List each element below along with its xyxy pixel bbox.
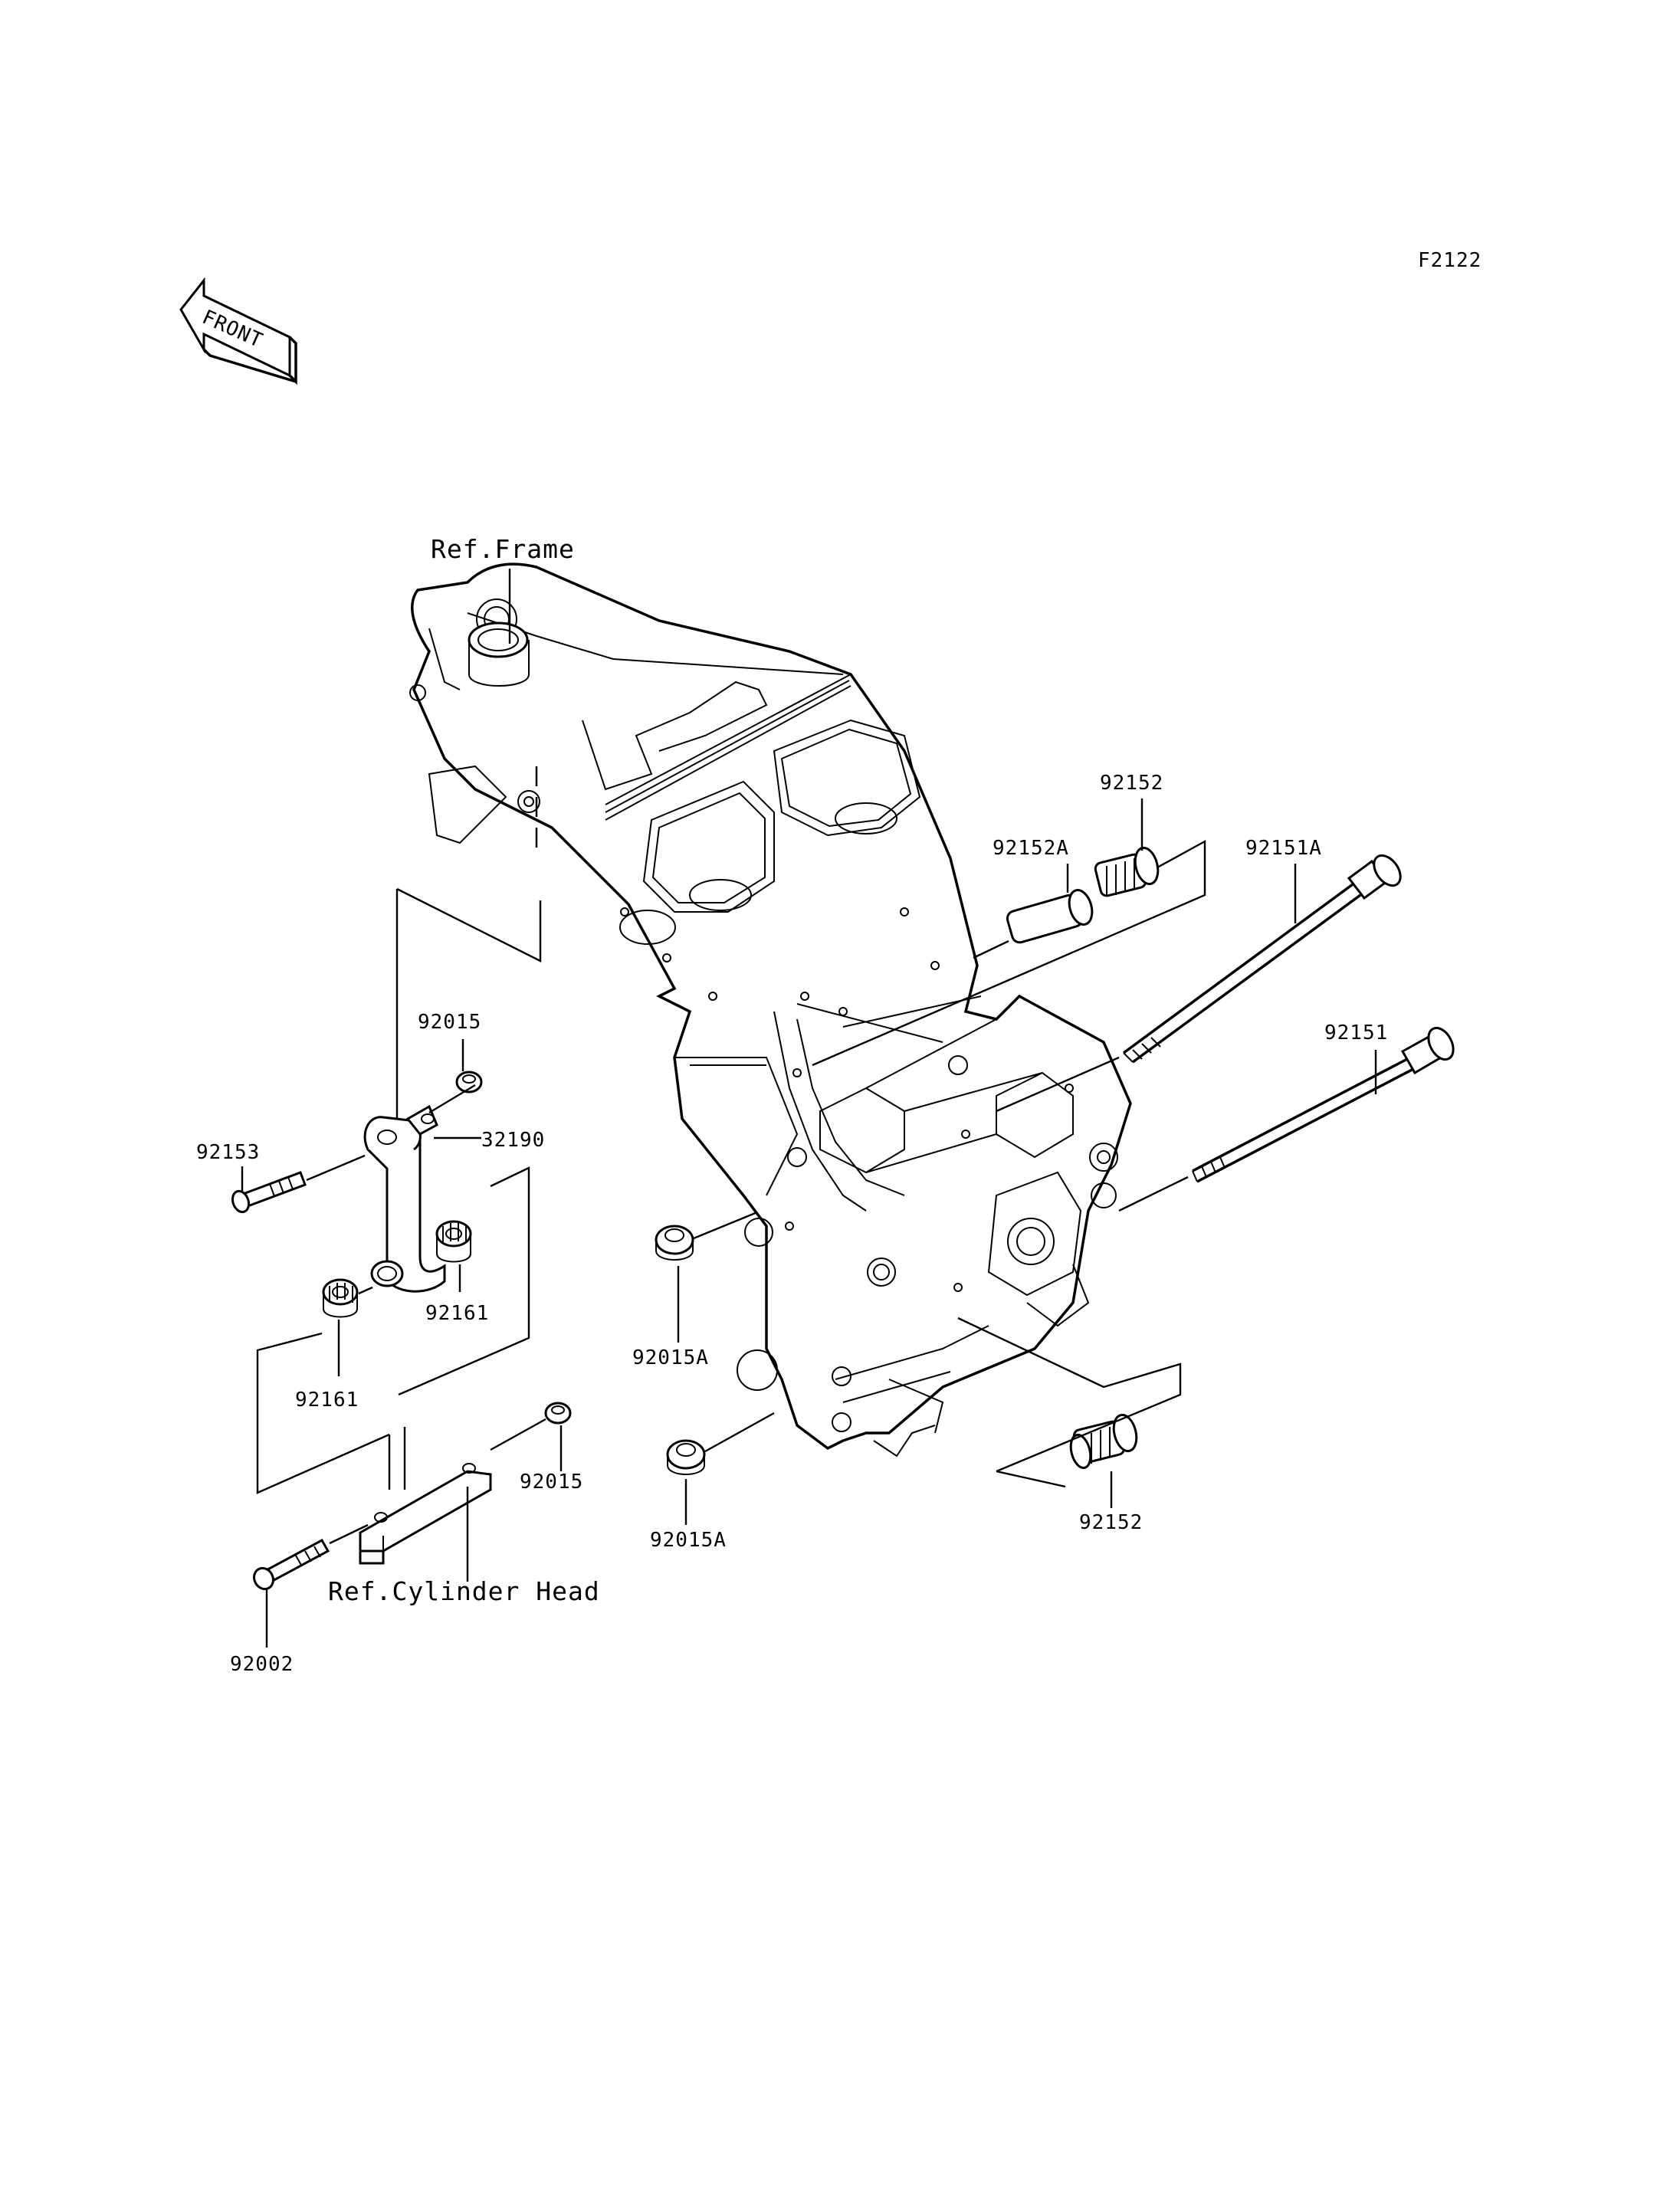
nut-92015a-lower [666,1439,706,1475]
part-32190-label: 32190 [481,1129,545,1152]
part-92161-right-label: 92161 [425,1302,489,1325]
bolt-92153 [231,1171,307,1214]
part-92161-left-label: 92161 [295,1389,359,1412]
part-92015-lower-label: 92015 [520,1471,583,1494]
part-92153-label: 92153 [196,1141,260,1164]
bolt-92002 [253,1538,330,1591]
frame-bolt-holes [620,907,1074,1292]
bracket-32190 [363,1104,446,1293]
nut-92015-upper [455,1071,483,1094]
swingarm-pivot [948,1055,1118,1327]
frame-cutout [476,598,921,1391]
part-92015-upper-label: 92015 [418,1011,481,1034]
ref-frame-label: Ref.Frame [431,534,575,564]
collar-92161-left [322,1278,359,1318]
figure-code: F2122 [1418,249,1481,272]
part-92002-label: 92002 [230,1653,294,1676]
part-92152a-label: 92152A [993,837,1069,860]
part-92152-bottom-label: 92152 [1079,1511,1143,1534]
front-arrow-icon: FRONT [179,277,297,385]
part-92152-top-label: 92152 [1100,772,1163,795]
spacer-92152-bottom [1069,1413,1138,1470]
spacer-92152a [1006,889,1094,944]
part-92015a-lower-label: 92015A [650,1529,727,1552]
frame-illustration [409,562,1132,1458]
ref-cylinder-head-label: Ref.Cylinder Head [328,1576,600,1606]
part-92151a-label: 92151A [1245,837,1322,860]
nut-92015-lower [544,1402,572,1425]
part-92015a-upper-label: 92015A [632,1346,709,1369]
part-92151-label: 92151 [1324,1021,1388,1044]
steering-head [409,621,530,701]
spacer-92152-top [1094,846,1160,897]
collar-92161-right [435,1220,472,1263]
nut-92015a-upper [655,1225,694,1261]
bolt-92151a [1122,854,1402,1064]
bolt-92151 [1192,1026,1455,1183]
cylinder-head-bracket [359,1463,492,1565]
